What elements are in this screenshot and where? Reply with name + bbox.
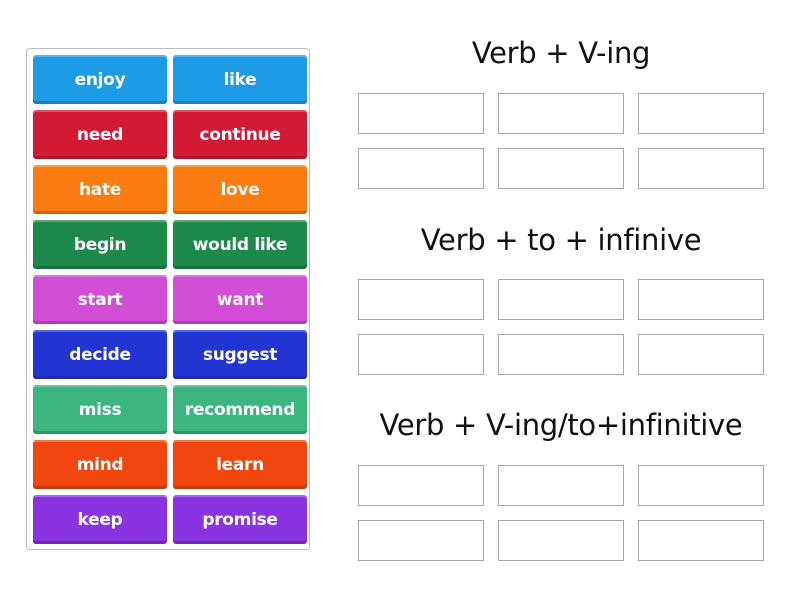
word-tile-keep[interactable]: keep (33, 495, 167, 544)
word-tile-love[interactable]: love (173, 165, 307, 214)
drop-slot-group-1-3[interactable] (638, 93, 764, 134)
drop-slot-group-2-2[interactable] (498, 279, 624, 320)
drop-slot-group-1-6[interactable] (638, 148, 764, 189)
word-tile-recommend[interactable]: recommend (173, 385, 307, 434)
drop-slot-group-1-4[interactable] (358, 148, 484, 189)
word-tile-continue[interactable]: continue (173, 110, 307, 159)
word-tile-decide[interactable]: decide (33, 330, 167, 379)
word-tile-learn[interactable]: learn (173, 440, 307, 489)
word-tile-mind[interactable]: mind (33, 440, 167, 489)
word-tile-would-like[interactable]: would like (173, 220, 307, 269)
drop-slot-group-2-4[interactable] (358, 334, 484, 375)
group-title-verb-ving: Verb + V-ing (471, 36, 651, 70)
drop-slot-group-1-2[interactable] (498, 93, 624, 134)
drop-slot-group-2-6[interactable] (638, 334, 764, 375)
group-title-verb-to-infinitive: Verb + to + infinive (420, 223, 702, 257)
drop-slot-group-3-5[interactable] (498, 520, 624, 561)
word-tile-suggest[interactable]: suggest (173, 330, 307, 379)
drop-slot-group-2-5[interactable] (498, 334, 624, 375)
word-tile-need[interactable]: need (33, 110, 167, 159)
drop-slot-group-3-2[interactable] (498, 465, 624, 506)
drop-slot-group-3-3[interactable] (638, 465, 764, 506)
drop-slot-group-1-5[interactable] (498, 148, 624, 189)
word-tile-want[interactable]: want (173, 275, 307, 324)
word-tile-like[interactable]: like (173, 55, 307, 104)
word-tile-promise[interactable]: promise (173, 495, 307, 544)
word-tile-hate[interactable]: hate (33, 165, 167, 214)
drop-slot-group-3-4[interactable] (358, 520, 484, 561)
drop-slot-group-2-3[interactable] (638, 279, 764, 320)
drop-slot-group-3-1[interactable] (358, 465, 484, 506)
drop-slot-group-1-1[interactable] (358, 93, 484, 134)
word-tile-begin[interactable]: begin (33, 220, 167, 269)
word-tile-miss[interactable]: miss (33, 385, 167, 434)
drop-slot-group-3-6[interactable] (638, 520, 764, 561)
word-tile-start[interactable]: start (33, 275, 167, 324)
word-tile-enjoy[interactable]: enjoy (33, 55, 167, 104)
group-title-verb-ving-or-to-infinitive: Verb + V-ing/to+infinitive (379, 408, 743, 442)
drop-slot-group-2-1[interactable] (358, 279, 484, 320)
